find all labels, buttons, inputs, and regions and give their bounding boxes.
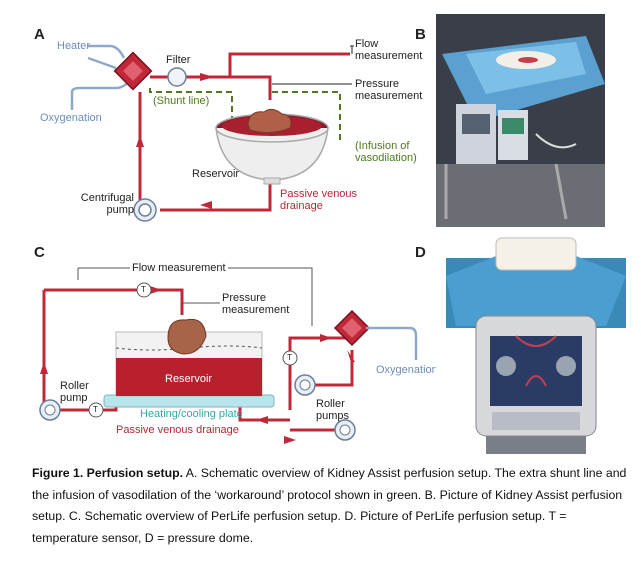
panel-a-letter: A [34,26,45,43]
heating-plate-label: Heating/cooling plate [140,408,243,420]
heater-label: Heater [57,40,91,52]
panel-c-letter: C [34,244,45,261]
temp-sensor-icon [282,350,298,366]
infusion-label: (Infusion of vasodilation) [355,140,417,164]
flow-measurement-c-label: Flow measurement [130,262,228,274]
caption-label: Figure 1. Perfusion setup. [32,466,184,480]
roller-pumps-right-label: Roller pumps [316,398,350,422]
panel-b-letter: B [415,26,426,43]
filter-label: Filter [166,54,191,66]
photo-kidney-assist [436,14,605,227]
photo-perlife [436,236,632,458]
oxygenator-icon [113,51,153,91]
pressure-measurement-c-label: Pressure measurement [222,292,290,316]
reservoir-label: Reservoir [192,168,240,180]
temp-sensor-icon [88,402,104,418]
figure-caption: Figure 1. Perfusion setup. A. Schematic … [32,463,630,549]
reservoir-tank-icon [103,318,275,408]
reservoir-bowl-icon [215,108,329,185]
temp-sensor-label: T [141,285,146,294]
caption-text: A. Schematic overview of Kidney Assist p… [32,466,627,545]
temp-sensor-icon [136,282,152,298]
temp-sensor-label: T [93,405,98,414]
flow-measurement-label: Flow measurement [355,38,423,62]
centrifugal-pump-label: Centrifugal pump [80,192,134,216]
temp-sensor-label: T [287,353,292,362]
roller-pump-left-label: Roller pump [60,380,89,404]
passive-drainage-c-label: Passive venous drainage [116,424,239,436]
oxygenation-label: Oxygenation [40,112,102,124]
panel-d-letter: D [415,244,426,261]
shunt-line-label: (Shunt line) [153,95,210,107]
reservoir-c-label: Reservoir [165,373,213,385]
passive-drainage-label: Passive venous drainage [280,188,358,212]
filter-icon [167,67,187,87]
centrifugal-pump-icon [133,198,157,222]
oxygenator-c-icon [333,309,371,347]
oxygenation-c-label: Oxygenation [376,364,438,376]
pressure-measurement-label: Pressure measurement [355,78,423,102]
